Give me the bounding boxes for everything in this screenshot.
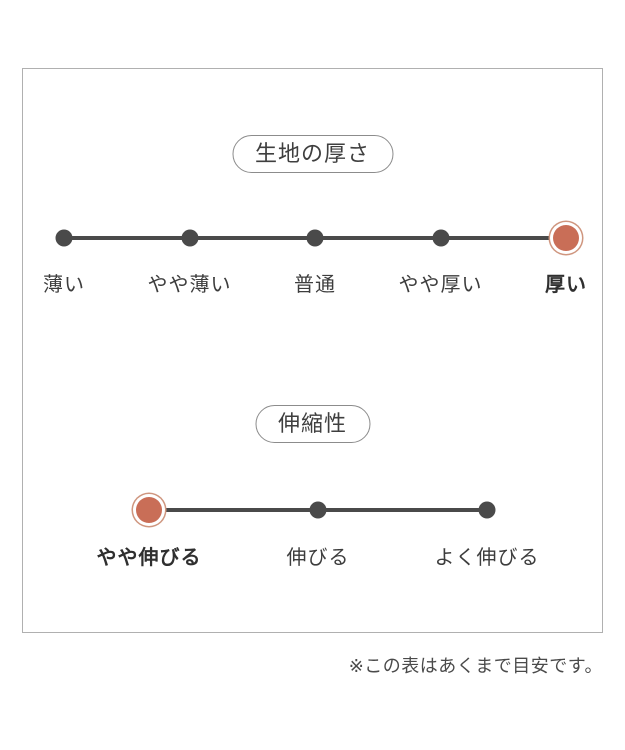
thickness-label-rather-thick: やや厚い — [398, 274, 483, 296]
thickness-label-thick: 厚い — [545, 274, 587, 296]
thickness-title-pill: 生地の厚さ — [231, 135, 394, 173]
thickness-dot-4 — [432, 229, 449, 247]
thickness-dot-selected — [553, 225, 579, 251]
thickness-label-rather-thin: やや薄い — [147, 274, 232, 296]
thickness-label-thin: 薄い — [43, 274, 85, 296]
thickness-title: 生地の厚さ — [254, 141, 371, 166]
stretch-label-very: よく伸びる — [434, 547, 540, 569]
stretch-dot-selected — [136, 497, 162, 523]
thickness-label-normal: 普通 — [294, 274, 336, 296]
thickness-dot-3 — [306, 229, 324, 247]
thickness-dot-2 — [181, 229, 198, 247]
spec-panel: 生地の厚さ 薄い やや薄い 普通 やや厚い 厚い 伸縮性 やや伸びる 伸びる よ… — [22, 68, 603, 633]
thickness-dot-1 — [55, 229, 73, 247]
stretch-title-pill: 伸縮性 — [254, 405, 371, 443]
disclaimer-note: ※この表はあくまで目安です。 — [348, 656, 603, 676]
stretch-title: 伸縮性 — [277, 411, 348, 436]
stretch-label-stretchy: 伸びる — [286, 547, 350, 569]
stretch-dot-2 — [309, 501, 327, 519]
stretch-label-slightly: やや伸びる — [96, 547, 202, 569]
stretch-dot-3 — [478, 501, 496, 519]
